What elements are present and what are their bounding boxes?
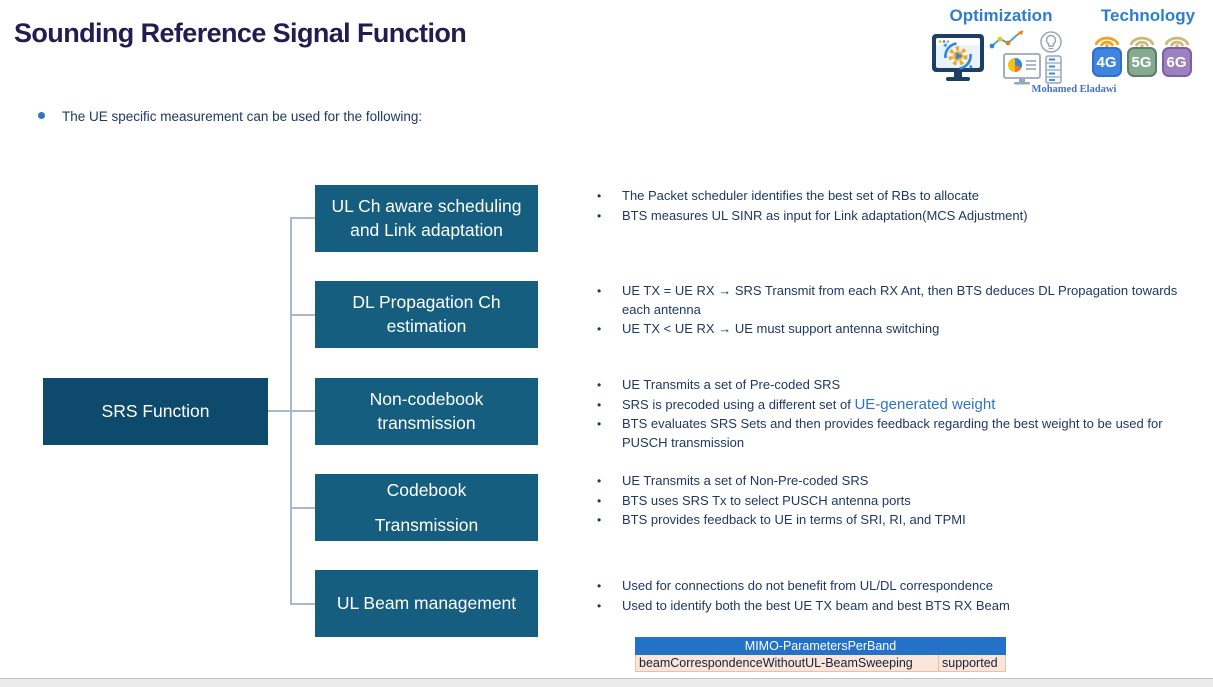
bullet-group-non-codebook: UE Transmits a set of Pre-coded SRS SRS i… bbox=[594, 376, 1198, 453]
tile-4g: 4G bbox=[1090, 32, 1123, 77]
bullet-text: UE TX < UE RX → UE must support antenna … bbox=[622, 321, 940, 336]
connector-line bbox=[290, 314, 315, 316]
bullet-text: UE Transmits a set of Pre-coded SRS bbox=[622, 377, 841, 392]
branch-box-non-codebook-transmission: Non-codebook transmission bbox=[315, 378, 538, 445]
bullet-item: BTS evaluates SRS Sets and then provides… bbox=[594, 415, 1198, 452]
branch-box-ul-ch-aware-scheduling: UL Ch aware scheduling and Link adaptati… bbox=[315, 185, 538, 252]
brand-technology-label: Technology bbox=[1100, 6, 1196, 25]
tile-5g: 5G bbox=[1125, 32, 1158, 77]
wifi-icon bbox=[1129, 36, 1154, 47]
author-credit: Mohamed Eladawi bbox=[1031, 84, 1117, 95]
highlighted-text: UE-generated weight bbox=[854, 395, 996, 413]
bullet-text: UE TX = UE RX → SRS Transmit from each R… bbox=[622, 283, 1178, 317]
branch-box-ul-beam-management: UL Beam management bbox=[315, 570, 538, 637]
connector-line bbox=[290, 218, 292, 605]
parameter-name-cell: beamCorrespondenceWithoutUL-BeamSweeping bbox=[635, 654, 939, 672]
bullet-item: BTS provides feedback to UE in terms of … bbox=[594, 511, 1198, 530]
bullet-item: UE Transmits a set of Pre-coded SRS bbox=[594, 376, 1198, 395]
connector-line bbox=[290, 507, 315, 509]
bullet-group-scheduling: The Packet scheduler identifies the best… bbox=[594, 187, 1198, 226]
bullet-group-beam-management: Used for connections do not benefit from… bbox=[594, 577, 1198, 616]
bullet-text: UE Transmits a set of Non-Pre-coded SRS bbox=[622, 473, 869, 488]
bullet-group-codebook: UE Transmits a set of Non-Pre-coded SRS B… bbox=[594, 472, 1198, 531]
connector-line bbox=[290, 603, 315, 605]
tile-label: 6G bbox=[1166, 53, 1187, 71]
bullet-text: SRS is precoded using a different set of bbox=[622, 396, 855, 412]
optimization-monitor-gear-icon bbox=[932, 34, 984, 81]
bullet-item: UE Transmits a set of Non-Pre-coded SRS bbox=[594, 472, 1198, 491]
optimization-analytics-icon bbox=[989, 30, 1062, 85]
bullet-text: BTS uses SRS Tx to select PUSCH antenna … bbox=[622, 492, 911, 508]
bullet-text: BTS provides feedback to UE in terms of … bbox=[622, 512, 966, 527]
parameter-value-cell: supported bbox=[938, 654, 1006, 672]
table-row: beamCorrespondenceWithoutUL-BeamSweeping… bbox=[635, 654, 1006, 672]
bullet-item: UE TX < UE RX → UE must support antenna … bbox=[594, 320, 1198, 339]
bullet-text: Used for connections do not benefit from… bbox=[622, 578, 993, 593]
intro-bullet-dot bbox=[38, 112, 45, 119]
page-title: Sounding Reference Signal Function bbox=[14, 18, 467, 48]
bullet-text: BTS measures UL SINR as input for Link a… bbox=[622, 207, 1028, 223]
window-bottom-edge bbox=[0, 678, 1213, 687]
table-header-cell: MIMO-ParametersPerBand bbox=[635, 637, 1006, 655]
connector-line bbox=[290, 217, 315, 219]
intro-text: The UE specific measurement can be used … bbox=[62, 109, 423, 124]
mimo-parameters-table: MIMO-ParametersPerBand beamCorrespondenc… bbox=[635, 637, 1006, 672]
srs-function-box: SRS Function bbox=[43, 378, 268, 445]
tile-label: 4G bbox=[1096, 53, 1117, 71]
wifi-icon bbox=[1094, 36, 1119, 47]
tile-label: 5G bbox=[1131, 53, 1152, 71]
bullet-item: Used for connections do not benefit from… bbox=[594, 577, 1198, 596]
network-generation-tiles: 4G 5G 6G bbox=[1090, 32, 1193, 77]
branch-box-dl-propagation-ch-estimation: DL Propagation Ch estimation bbox=[315, 281, 538, 348]
bullet-group-dl-propagation: UE TX = UE RX → SRS Transmit from each R… bbox=[594, 282, 1198, 340]
bullet-text: BTS evaluates SRS Sets and then provides… bbox=[622, 416, 1163, 450]
wifi-icon bbox=[1164, 36, 1189, 47]
bullet-text: The Packet scheduler identifies the best… bbox=[622, 188, 979, 203]
bullet-item: BTS measures UL SINR as input for Link a… bbox=[594, 207, 1198, 226]
bullet-item: The Packet scheduler identifies the best… bbox=[594, 187, 1198, 206]
bullet-item: BTS uses SRS Tx to select PUSCH antenna … bbox=[594, 492, 1198, 511]
bullet-item: Used to identify both the best UE TX bea… bbox=[594, 597, 1198, 616]
brand-optimization-label: Optimization bbox=[949, 6, 1053, 25]
bullet-item: UE TX = UE RX → SRS Transmit from each R… bbox=[594, 282, 1198, 319]
tile-6g: 6G bbox=[1160, 32, 1193, 77]
bullet-text: Used to identify both the best UE TX bea… bbox=[622, 597, 1010, 613]
bullet-item: SRS is precoded using a different set of… bbox=[594, 396, 1198, 415]
branch-box-codebook-transmission: Codebook Transmission bbox=[315, 474, 538, 541]
